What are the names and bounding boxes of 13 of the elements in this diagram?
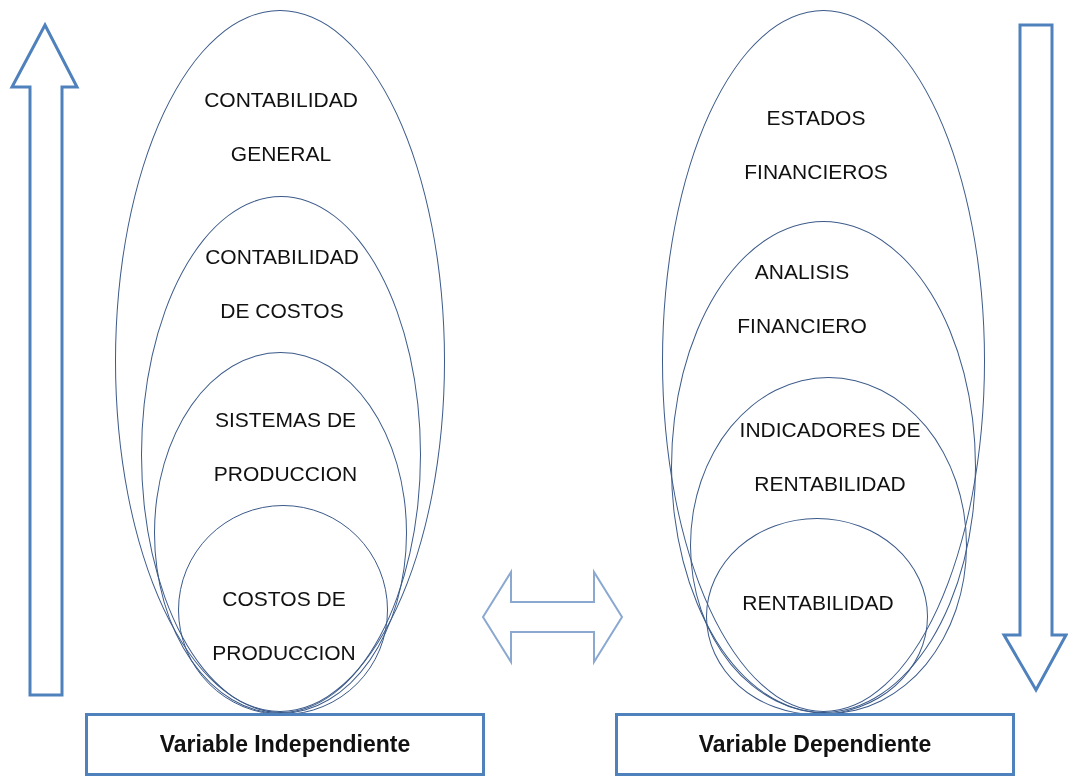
ellipse-label: INDICADORES DE RENTABILIDAD [738,417,922,497]
ellipse-label: ESTADOS FINANCIEROS [743,105,889,185]
variable-box: Variable Dependiente [615,713,1015,776]
ellipse-label: ANALISIS FINANCIERO [736,259,868,339]
ellipse-node [690,377,967,714]
variable-box: Variable Independiente [85,713,485,776]
ellipse-label: RENTABILIDAD [741,590,895,616]
ellipse-label: SISTEMAS DE PRODUCCION [212,407,359,487]
ellipse-label: COSTOS DE PRODUCCION [211,586,357,666]
ellipse-label: CONTABILIDAD DE COSTOS [204,244,360,324]
double-arrow [481,568,624,666]
ellipse-label: CONTABILIDAD GENERAL [203,87,359,167]
ellipse-node [141,196,421,713]
